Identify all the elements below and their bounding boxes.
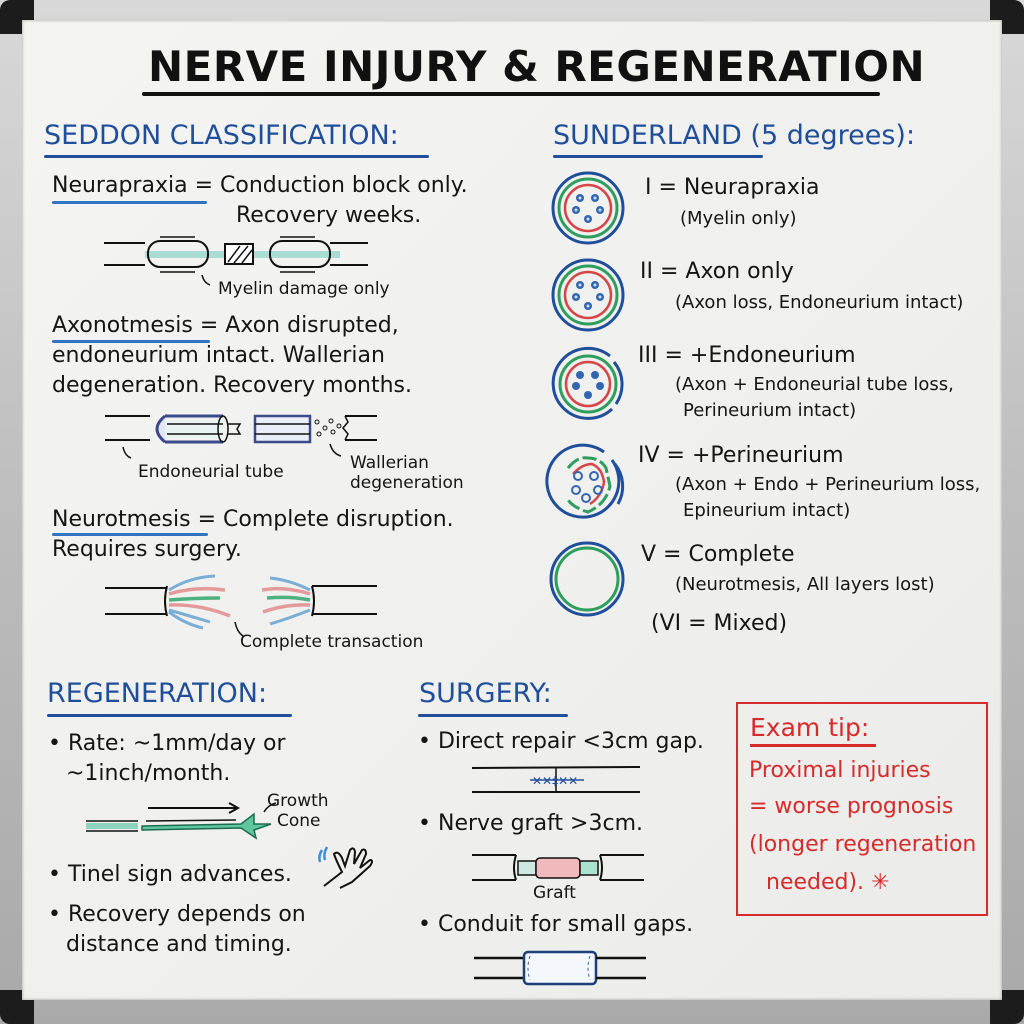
surgery-heading-underline bbox=[418, 714, 568, 717]
neurotmesis-line2: Requires surgery. bbox=[52, 537, 242, 562]
neurotmesis-term: Neurotmesis bbox=[52, 507, 191, 532]
endoneurial-tube-label: Endoneurial tube bbox=[138, 462, 284, 482]
asterisk-icon: ✳ bbox=[871, 870, 890, 895]
seddon-heading: SEDDON CLASSIFICATION: bbox=[44, 120, 399, 151]
direct-repair-diagram-icon: ✕✕‡✕✕ bbox=[471, 766, 641, 793]
whiteboard-surface bbox=[22, 20, 1002, 1000]
regeneration-heading: REGENERATION: bbox=[47, 678, 268, 709]
neurotmesis-diagram-icon bbox=[105, 574, 377, 637]
degree-3-detail-2: Perineurium intact) bbox=[683, 400, 857, 421]
neurapraxia-underline bbox=[52, 201, 207, 204]
neurapraxia-term: Neurapraxia bbox=[52, 173, 188, 198]
sunderland-heading: SUNDERLAND (5 degrees): bbox=[553, 120, 916, 151]
degree-5-label: V = Complete bbox=[641, 542, 795, 567]
degree-3-label: III = +Endoneurium bbox=[638, 343, 856, 368]
regen-bullet-3-line2: distance and timing. bbox=[66, 932, 292, 957]
exam-tip-heading: Exam tip: bbox=[750, 713, 870, 742]
degree-1-label: I = Neurapraxia bbox=[645, 175, 820, 200]
conduit-diagram-icon bbox=[474, 950, 646, 986]
degree-5-cross-section-icon bbox=[549, 541, 625, 617]
wallerian-label-2: degeneration bbox=[350, 473, 464, 493]
degree-2-label: II = Axon only bbox=[640, 259, 794, 284]
axonotmesis-line2: endoneurium intact. Wallerian bbox=[52, 343, 385, 368]
degree-1-detail: (Myelin only) bbox=[680, 208, 797, 229]
regen-bullet-3-line1: • Recovery depends on bbox=[48, 902, 306, 927]
regen-bullet-2: • Tinel sign advances. bbox=[48, 862, 292, 887]
neurotmesis-underline bbox=[52, 533, 208, 536]
degree-1-cross-section-icon bbox=[551, 171, 625, 245]
regen-bullet-1-line2: ~1inch/month. bbox=[66, 761, 231, 786]
degree-2-detail: (Axon loss, Endoneurium intact) bbox=[675, 292, 964, 313]
wallerian-label-1: Wallerian bbox=[350, 453, 429, 473]
neurapraxia-diagram-icon bbox=[104, 236, 368, 286]
degree-6-mixed: (VI = Mixed) bbox=[651, 611, 788, 636]
board-title: NERVE INJURY & REGENERATION bbox=[148, 42, 926, 91]
degree-3-detail-1: (Axon + Endoneurial tube loss, bbox=[675, 374, 954, 395]
surgery-heading: SURGERY: bbox=[419, 678, 552, 709]
regen-bullet-1-line1: • Rate: ~1mm/day or bbox=[48, 731, 286, 756]
graft-label: Graft bbox=[533, 883, 576, 903]
neurapraxia-figure-label: Myelin damage only bbox=[218, 279, 390, 299]
exam-tip-line-4: needed). ✳ bbox=[766, 870, 890, 895]
neurapraxia-line2: Recovery weeks. bbox=[236, 203, 422, 228]
surgery-bullet-2: • Nerve graft >3cm. bbox=[418, 811, 643, 836]
sunderland-heading-underline bbox=[553, 155, 763, 158]
exam-tip-line-2: = worse prognosis bbox=[749, 794, 954, 819]
degree-4-detail-2: Epineurium intact) bbox=[683, 500, 851, 521]
nerve-graft-diagram-icon bbox=[472, 854, 644, 881]
svg-text:✕✕‡✕✕: ✕✕‡✕✕ bbox=[532, 774, 578, 788]
exam-tip-box bbox=[736, 702, 988, 916]
degree-4-label: IV = +Perineurium bbox=[638, 443, 844, 468]
neurotmesis-figure-label: Complete transaction bbox=[240, 632, 424, 652]
regeneration-heading-underline bbox=[47, 714, 292, 717]
neurapraxia-line1: Neurapraxia = Conduction block only. bbox=[52, 173, 468, 198]
seddon-heading-underline bbox=[44, 155, 429, 158]
exam-tip-line-1: Proximal injuries bbox=[749, 758, 931, 783]
exam-tip-line-3: (longer regeneration bbox=[749, 832, 977, 857]
degree-2-cross-section-icon bbox=[551, 258, 625, 332]
axonotmesis-diagram-icon bbox=[105, 414, 377, 459]
degree-4-detail-1: (Axon + Endo + Perineurium loss, bbox=[675, 474, 981, 495]
axonotmesis-term: Axonotmesis bbox=[52, 313, 193, 338]
growth-cone-label-1: Growth bbox=[267, 791, 329, 811]
surgery-bullet-1: • Direct repair <3cm gap. bbox=[418, 729, 704, 754]
growth-cone-label-2: Cone bbox=[277, 811, 321, 831]
axonotmesis-line1: Axonotmesis = Axon disrupted, bbox=[52, 313, 399, 338]
title-underline bbox=[142, 92, 880, 96]
neurotmesis-line1: Neurotmesis = Complete disruption. bbox=[52, 507, 454, 532]
degree-4-cross-section-icon bbox=[545, 443, 625, 519]
degree-5-detail: (Neurotmesis, All layers lost) bbox=[675, 574, 935, 595]
axonotmesis-underline bbox=[52, 340, 210, 343]
exam-tip-underline bbox=[750, 744, 876, 747]
hand-tap-icon bbox=[318, 846, 373, 889]
growth-cone-diagram-icon bbox=[86, 802, 277, 840]
axonotmesis-line3: degeneration. Recovery months. bbox=[52, 373, 412, 398]
surgery-bullet-3: • Conduit for small gaps. bbox=[418, 912, 694, 937]
degree-3-cross-section-icon bbox=[551, 346, 624, 420]
